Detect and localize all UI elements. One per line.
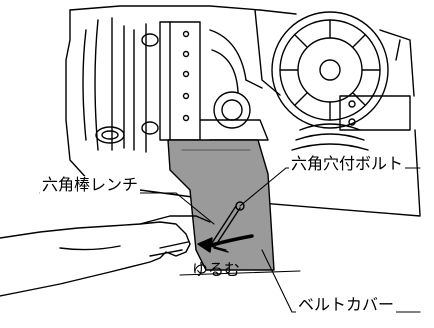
belt-cover-label: ベルトカバー bbox=[296, 295, 397, 314]
hex-wrench-leader bbox=[39, 192, 215, 225]
loosen-label: ゆるむ bbox=[192, 260, 241, 279]
hex-bolt-label: 六角穴付ボルト bbox=[289, 154, 406, 173]
hand bbox=[0, 215, 211, 297]
drive-arm bbox=[199, 29, 269, 141]
hex-wrench-label: 六角棒レンチ bbox=[40, 175, 141, 194]
loosen-underline bbox=[179, 270, 301, 276]
loosen-arrow bbox=[197, 234, 254, 253]
right-bracket bbox=[339, 29, 415, 131]
mounting-plate bbox=[159, 21, 201, 141]
wheel bbox=[271, 11, 389, 129]
lower-wheel bbox=[291, 123, 369, 151]
machine-housing bbox=[65, 5, 421, 217]
drum-roller bbox=[82, 17, 159, 153]
